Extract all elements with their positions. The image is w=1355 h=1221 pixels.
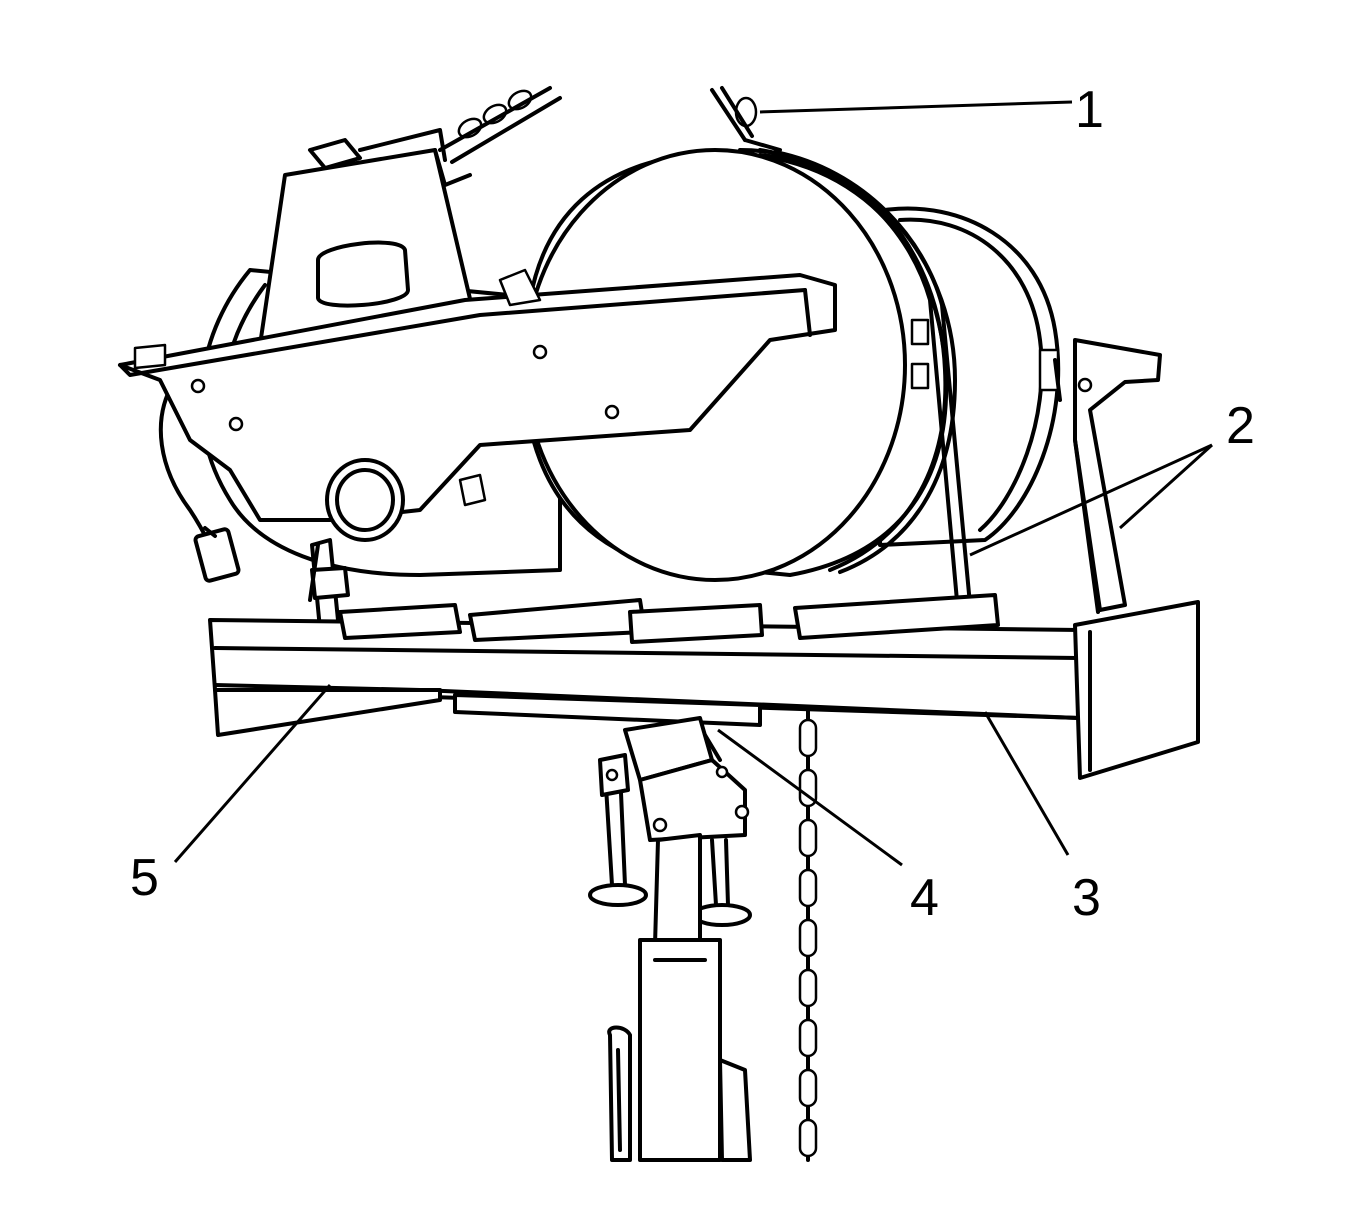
leader-line-5	[173, 684, 332, 863]
leader-line-1	[759, 100, 1073, 114]
callout-4: 4	[910, 869, 939, 927]
hanging-chain	[798, 708, 818, 1162]
callout-2: 2	[1226, 397, 1255, 455]
leader-line-2b	[1118, 443, 1214, 530]
callout-5: 5	[130, 849, 159, 907]
leader-line-2a	[969, 443, 1213, 557]
jack-platform-frame	[208, 593, 1200, 780]
callout-1: 1	[1075, 81, 1104, 139]
callout-3: 3	[1072, 869, 1101, 927]
left-hoist-chain	[308, 86, 562, 170]
callout-labels: 1 2 3 4 5	[130, 81, 1255, 927]
right-support-arm	[1073, 338, 1162, 614]
leader-line-3	[983, 711, 1070, 856]
right-hoist-strap	[710, 86, 782, 152]
tank-bracket	[118, 148, 837, 542]
transmission-jack	[588, 716, 752, 1162]
leader-line-4	[717, 728, 903, 867]
leader-lines	[173, 100, 1214, 867]
